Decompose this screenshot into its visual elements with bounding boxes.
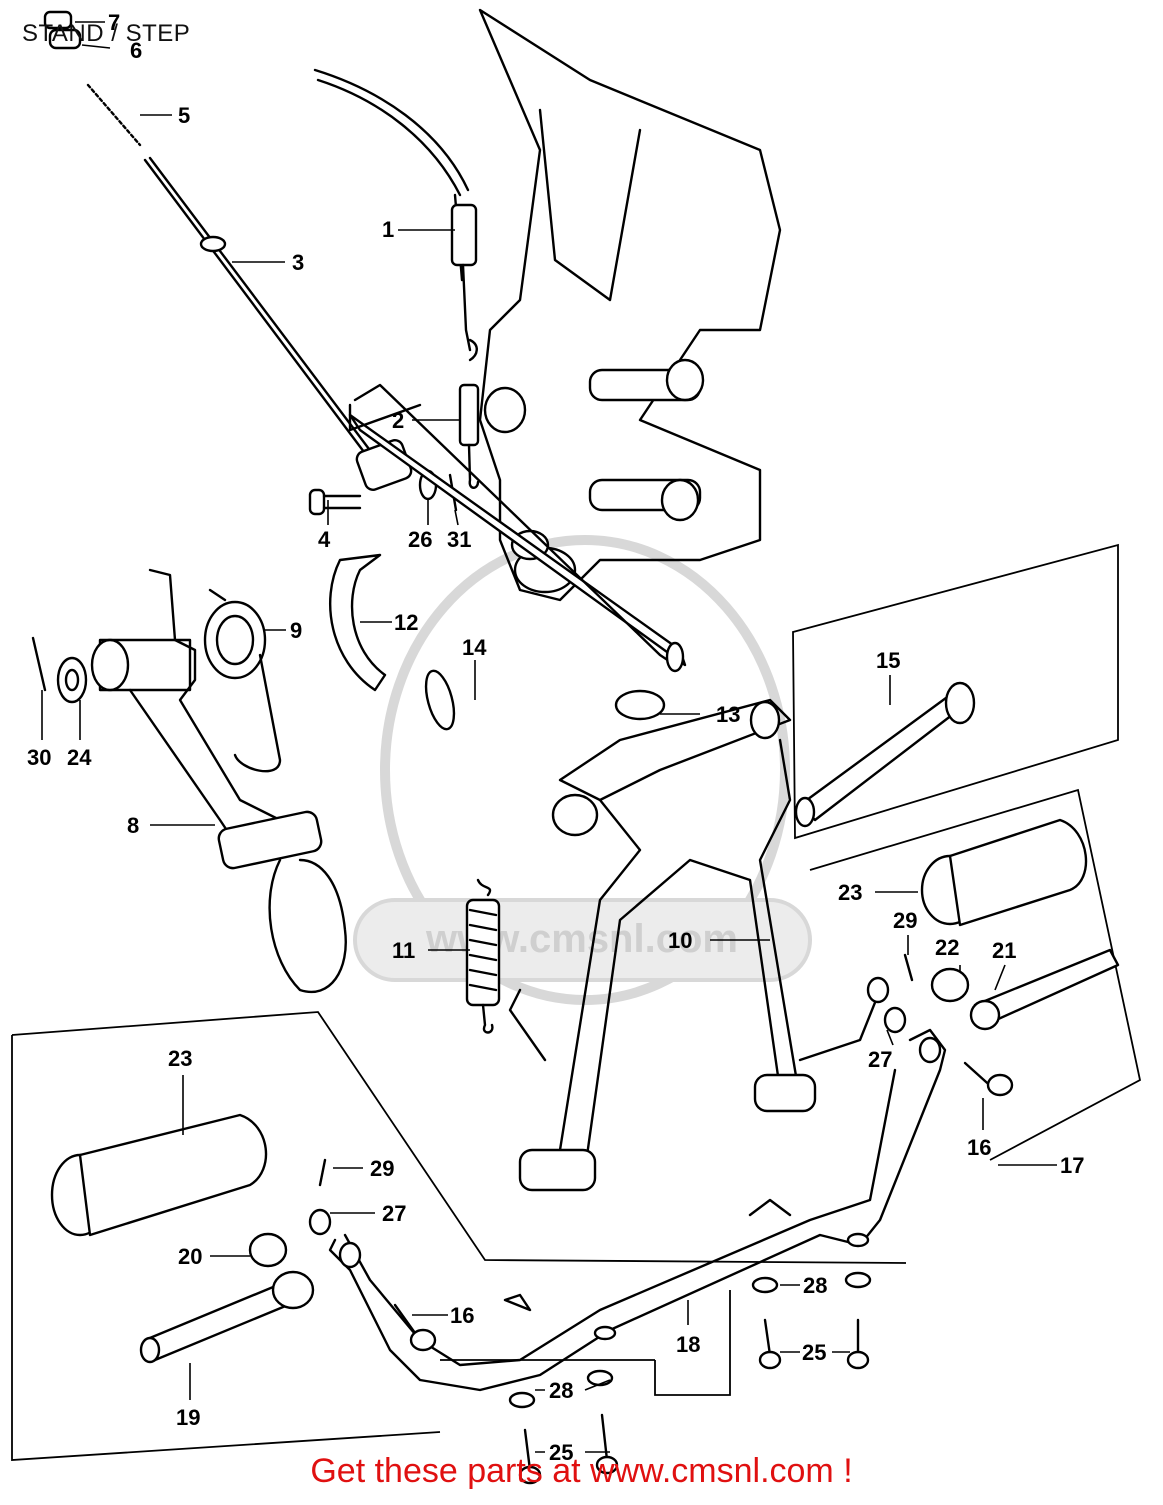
left-footpeg-bar-part	[139, 1270, 315, 1364]
brake-spring-part	[86, 83, 142, 147]
left-cotter-part	[318, 1158, 327, 1187]
callout-7: 7	[108, 10, 120, 35]
stand-shaft-part	[348, 383, 687, 731]
step-washer-part	[508, 1271, 872, 1409]
callout-28-left: 28	[549, 1378, 573, 1403]
guard-plate-part	[329, 553, 387, 692]
callout-16-right: 16	[967, 1135, 991, 1160]
callout-26: 26	[408, 527, 432, 552]
page-title: STAND / STEP	[22, 20, 191, 47]
pedal-return-spring-part	[203, 588, 282, 773]
main-stand-part	[508, 698, 890, 1192]
right-step-panel	[809, 788, 1142, 1161]
pivot-bolt-panel	[792, 543, 1119, 840]
leader-lines	[41, 21, 1057, 1453]
right-washer-part	[883, 1006, 907, 1034]
joint-pin-part	[308, 488, 362, 516]
callout-23-right: 23	[838, 880, 862, 905]
callout-8: 8	[127, 813, 139, 838]
adjust-nut-part	[43, 10, 82, 50]
callout-9: 9	[290, 618, 302, 643]
callout-6: 6	[130, 38, 142, 63]
watermark-logo: www.cmsnl.com	[353, 535, 812, 1005]
brake-rod-part	[143, 156, 413, 491]
callout-29-right: 29	[893, 908, 917, 933]
pedal-cotter-part	[31, 636, 47, 692]
callout-14: 14	[462, 635, 487, 660]
callout-22: 22	[935, 935, 959, 960]
callout-19: 19	[176, 1405, 200, 1430]
callout-1: 1	[382, 217, 394, 242]
left-footpeg-rubber-part	[50, 1113, 268, 1237]
callout-23-left: 23	[168, 1046, 192, 1071]
callout-11: 11	[392, 938, 415, 963]
stop-switch-part	[450, 193, 478, 352]
callout-18: 18	[676, 1332, 700, 1357]
callout-21: 21	[992, 938, 1016, 963]
stand-spring-part	[465, 878, 501, 1034]
callout-5: 5	[178, 103, 190, 128]
callout-24: 24	[67, 745, 92, 770]
right-bolt-part	[963, 1061, 1014, 1097]
callout-13: 13	[716, 702, 740, 727]
callout-16-left: 16	[450, 1303, 474, 1328]
parts-shop-link[interactable]: Get these parts at www.cmsnl.com !	[310, 1452, 853, 1490]
return-spring-small-part	[458, 338, 480, 489]
callout-30: 30	[27, 745, 51, 770]
left-washer-part	[308, 1208, 332, 1236]
callout-3: 3	[292, 250, 304, 275]
callout-20: 20	[178, 1244, 202, 1269]
callout-12: 12	[394, 610, 418, 635]
callout-10: 10	[668, 928, 692, 953]
callout-29-left: 29	[370, 1156, 394, 1181]
callout-15: 15	[876, 648, 900, 673]
brake-pedal-part	[90, 568, 347, 993]
left-spring-part	[248, 1232, 288, 1268]
callout-27-right: 27	[868, 1047, 892, 1072]
callout-27-left: 27	[382, 1201, 406, 1226]
right-footpeg-rubber-part	[920, 818, 1088, 927]
callout-25-right: 25	[802, 1340, 826, 1365]
shaft-cap-part	[614, 689, 666, 721]
callout-2: 2	[392, 408, 404, 433]
callout-28-right: 28	[803, 1273, 827, 1298]
callout-31: 31	[447, 527, 471, 552]
callout-25-left: 25	[549, 1440, 573, 1465]
callout-4: 4	[318, 527, 331, 552]
right-footpeg-bar-part	[969, 948, 1120, 1031]
right-spring-part	[930, 967, 970, 1003]
pedal-washer-part	[56, 656, 88, 704]
frame-body-part	[313, 8, 782, 602]
callout-labels: 7 6 5 3 1 2 4 26 31 9 12 14 15 13 30 24 …	[27, 10, 1084, 1465]
left-step-panel	[11, 1011, 907, 1461]
right-cotter-part	[903, 953, 914, 982]
left-bolt-part	[393, 1303, 437, 1352]
step-bolt-part	[518, 1318, 870, 1485]
callout-17: 17	[1060, 1153, 1084, 1178]
